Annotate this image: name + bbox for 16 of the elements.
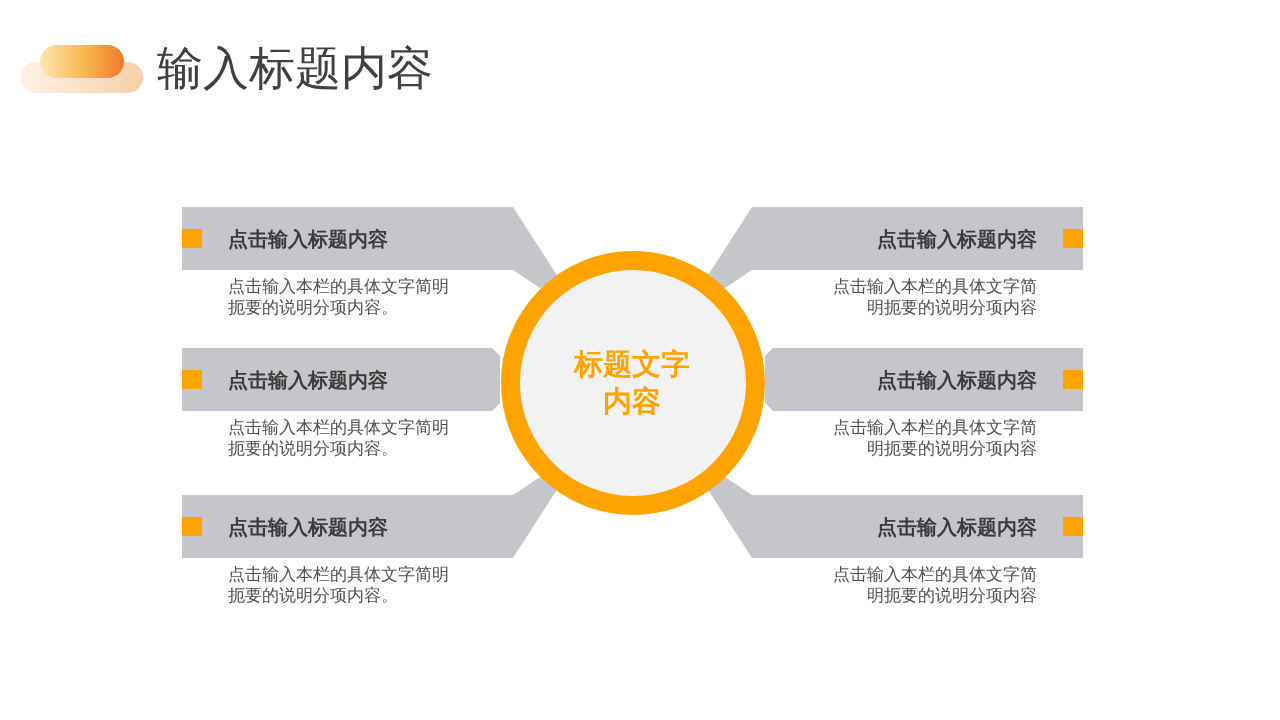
banner-shape [765, 348, 1083, 411]
description-text: 点击输入本栏的具体文字简明扼要的说明分项内容 [832, 417, 1037, 459]
banner-heading: 点击输入标题内容 [877, 514, 1037, 539]
banner-heading: 点击输入标题内容 [228, 367, 388, 392]
banner-shape [182, 348, 500, 411]
description-text: 点击输入本栏的具体文字简明扼要的说明分项内容 [832, 564, 1037, 606]
banner-heading: 点击输入标题内容 [228, 226, 388, 251]
description-text: 点击输入本栏的具体文字简明扼要的说明分项内容。 [228, 276, 450, 318]
description-text: 点击输入本栏的具体文字简明扼要的说明分项内容 [832, 276, 1037, 318]
page-title: 输入标题内容 [157, 40, 433, 96]
description-text: 点击输入本栏的具体文字简明扼要的说明分项内容。 [228, 564, 450, 606]
banner-heading: 点击输入标题内容 [228, 514, 388, 539]
description-text: 点击输入本栏的具体文字简明扼要的说明分项内容。 [228, 417, 450, 459]
center-title: 标题文字内容 [573, 345, 692, 420]
banner-heading: 点击输入标题内容 [877, 226, 1037, 251]
banner-heading: 点击输入标题内容 [877, 367, 1037, 392]
